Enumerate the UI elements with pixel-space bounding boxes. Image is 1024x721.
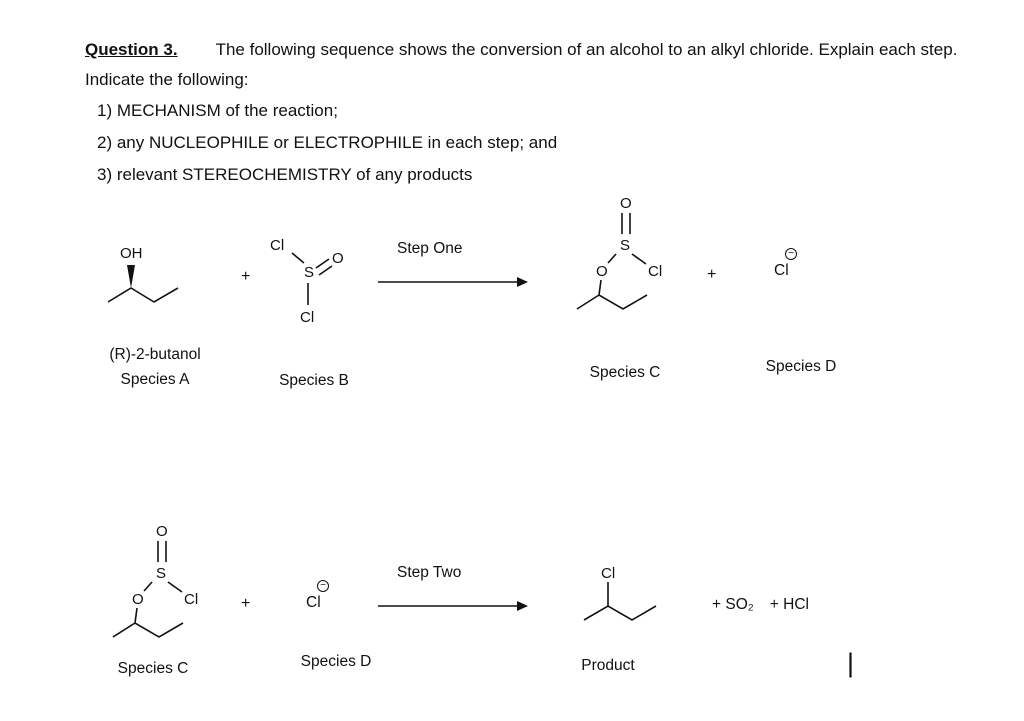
species-c-caption: Species C [560,360,690,385]
double-bond-s-o-2 [318,265,333,276]
bond-s-o [143,581,153,592]
carbon-skeleton [576,294,648,310]
bond-cl-s [291,252,305,264]
species-a-label: Species A [120,371,190,388]
plus-sign: + [707,266,717,283]
plus-sign: + [241,595,251,612]
bond-o-c [134,607,138,624]
step-one-label: Step One [397,240,463,257]
negative-charge-icon: − [317,580,329,592]
atom-cl: Cl [306,594,321,611]
wedge-bond [127,265,135,288]
question-label: Question 3. [85,40,178,59]
bond-s-cl [631,253,647,265]
negative-charge-icon: − [785,248,797,260]
atom-o: O [620,195,632,212]
atom-cl: Cl [184,591,198,608]
atom-cl: Cl [601,565,615,582]
atom-s: S [304,264,314,281]
species-c-caption-2: Species C [78,656,228,681]
species-c-label: Species C [589,364,661,381]
species-b-caption: Species B [258,368,370,393]
double-bond-s-o-1 [315,258,330,269]
question-items: 1) MECHANISM of the reaction; 2) any NUC… [97,95,557,191]
atom-o: O [596,263,608,280]
chloride-ion-step1: − Cl [774,248,797,280]
plus-hcl-text: + HCl [769,596,809,613]
question-intro: The following sequence shows the convers… [85,40,958,89]
carbon-skeleton [583,605,657,621]
species-b-label: Species B [279,372,349,389]
atom-o: O [332,250,344,267]
atom-cl: Cl [774,262,789,279]
text-cursor: | [847,648,855,678]
atom-cl: Cl [270,237,284,254]
arrow-head [517,277,528,287]
molecule-chlorosulfite-step2: O S O Cl [112,523,198,638]
reaction-arrow-step-two [378,601,528,611]
reaction-arrow-step-one [378,277,528,287]
molecule-alkyl-chloride-product: Cl [583,565,657,621]
species-c-label: Species C [117,660,189,677]
question-item-1: 1) MECHANISM of the reaction; [97,101,338,120]
species-d-caption: Species D [737,354,865,379]
species-a-name: (R)-2-butanol [109,346,201,363]
species-d-caption-2: Species D [276,649,396,674]
step-two-label: Step Two [397,564,462,581]
plus-sign: + [241,268,251,285]
carbon-skeleton [107,287,179,303]
chloride-ion-step2: − Cl [306,580,329,612]
molecule-chlorosulfite-step1: O S O Cl [576,195,662,310]
atom-cl: Cl [648,263,662,280]
molecule-r-2-butanol: OH [107,245,179,303]
species-d-label: Species D [765,358,837,375]
atom-s: S [620,237,630,254]
atom-oh: OH [120,245,143,262]
molecule-thionyl-chloride: Cl S O Cl [270,237,344,326]
product-label: Product [581,657,635,674]
atom-o: O [132,591,144,608]
atom-s: S [156,565,166,582]
question-item-3: 3) relevant STEREOCHEMISTRY of any produ… [97,165,473,184]
question-paragraph: Question 3.The following sequence shows … [85,35,965,95]
arrow-head [517,601,528,611]
carbon-skeleton [112,622,184,638]
product-caption: Product [553,653,663,678]
plus-so2-text: + SO₂ [712,596,754,613]
byproducts-text: + SO₂ + HCl [712,596,809,614]
bond-s-o [607,253,617,264]
bond-s-cl [167,581,183,593]
species-d-label: Species D [300,653,372,670]
question-item-2: 2) any NUCLEOPHILE or ELECTROPHILE in ea… [97,133,558,152]
atom-cl: Cl [300,309,314,326]
atom-o: O [156,523,168,540]
species-a-caption: (R)-2-butanol Species A [88,342,222,392]
bond-o-c [598,279,602,296]
